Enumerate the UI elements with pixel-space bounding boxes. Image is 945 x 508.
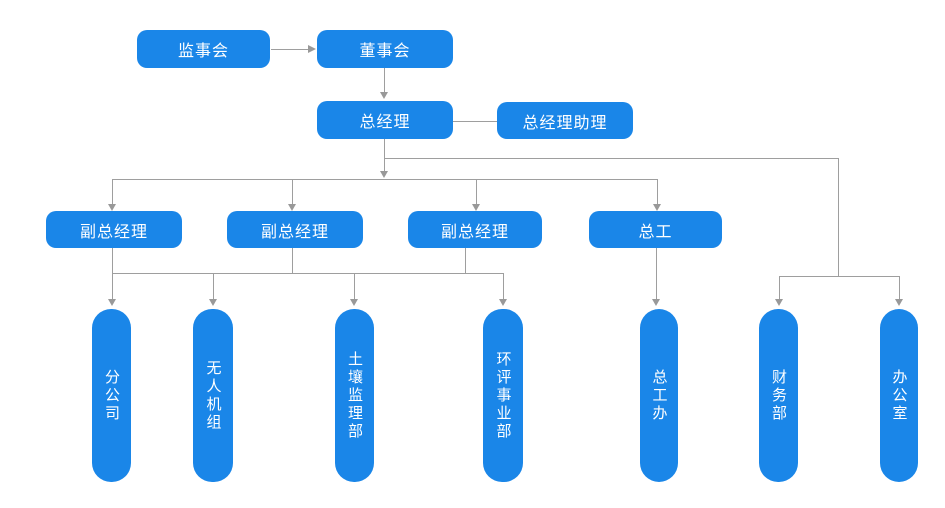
edge-deputy2-to-rail2-line bbox=[292, 248, 293, 273]
edge-gm-right-branch-line bbox=[384, 158, 838, 159]
edge-deputy1-to-rail2-line bbox=[112, 248, 113, 273]
edge-chief-to-office-line bbox=[656, 248, 657, 299]
node-branch-company: 分公司 bbox=[92, 309, 131, 482]
edge-to-branch-company-arrow-icon bbox=[108, 299, 116, 306]
edge-supervisory-to-board-line bbox=[271, 49, 308, 50]
edge-right-wing-drop-line bbox=[838, 158, 839, 276]
edge-gm-to-assistant-line bbox=[453, 121, 497, 122]
node-drone-team: 无人机组 bbox=[193, 309, 233, 482]
edge-rail1-drop2-line bbox=[292, 179, 293, 204]
node-deputy-gm-2: 副总经理 bbox=[227, 211, 363, 248]
node-deputy-gm-3: 副总经理 bbox=[408, 211, 542, 248]
node-deputy-gm-1: 副总经理 bbox=[46, 211, 182, 248]
edge-supervisory-to-board-arrow-icon bbox=[308, 45, 316, 53]
edge-rail1-drop1-arrow-icon bbox=[108, 204, 116, 211]
edge-to-eia-division-arrow-icon bbox=[499, 299, 507, 306]
node-gm-assistant: 总经理助理 bbox=[497, 102, 633, 139]
edge-rail1-drop2-arrow-icon bbox=[288, 204, 296, 211]
edge-rail1-drop4-arrow-icon bbox=[653, 204, 661, 211]
node-chief-engineer: 总工 bbox=[589, 211, 722, 248]
rail-gm-to-level3-line bbox=[112, 179, 657, 180]
edge-board-to-gm-line bbox=[384, 68, 385, 92]
node-board-of-directors: 董事会 bbox=[317, 30, 453, 68]
edge-deputy3-to-rail2-line bbox=[465, 248, 466, 273]
edge-to-finance-line bbox=[779, 276, 780, 299]
node-finance-dept: 财务部 bbox=[759, 309, 798, 482]
rail-deputies-to-depts-line bbox=[112, 273, 503, 274]
rail-right-wing-line bbox=[779, 276, 899, 277]
node-soil-supervision-dept: 土壤监理部 bbox=[335, 309, 374, 482]
node-general-office: 办公室 bbox=[880, 309, 918, 482]
edge-to-branch-company-line bbox=[112, 273, 113, 299]
edge-to-drone-team-arrow-icon bbox=[209, 299, 217, 306]
edge-to-finance-arrow-icon bbox=[775, 299, 783, 306]
node-supervisory-board: 监事会 bbox=[137, 30, 270, 68]
node-chief-engineer-office: 总工办 bbox=[640, 309, 678, 482]
edge-rail1-drop1-line bbox=[112, 179, 113, 204]
node-general-manager: 总经理 bbox=[317, 101, 453, 139]
edge-to-soil-dept-line bbox=[354, 273, 355, 299]
edge-chief-to-office-arrow-icon bbox=[652, 299, 660, 306]
edge-rail1-drop4-line bbox=[657, 179, 658, 204]
edge-to-soil-dept-arrow-icon bbox=[350, 299, 358, 306]
edge-rail1-drop3-line bbox=[476, 179, 477, 204]
edge-board-to-gm-arrow-icon bbox=[380, 92, 388, 99]
edge-gm-stem-line bbox=[384, 139, 385, 171]
edge-to-general-office-line bbox=[899, 276, 900, 299]
edge-rail1-drop3-arrow-icon bbox=[472, 204, 480, 211]
node-eia-division: 环评事业部 bbox=[483, 309, 523, 482]
edge-gm-stem-arrow-icon bbox=[380, 171, 388, 178]
edge-to-general-office-arrow-icon bbox=[895, 299, 903, 306]
edge-to-eia-division-line bbox=[503, 273, 504, 299]
edge-to-drone-team-line bbox=[213, 273, 214, 299]
